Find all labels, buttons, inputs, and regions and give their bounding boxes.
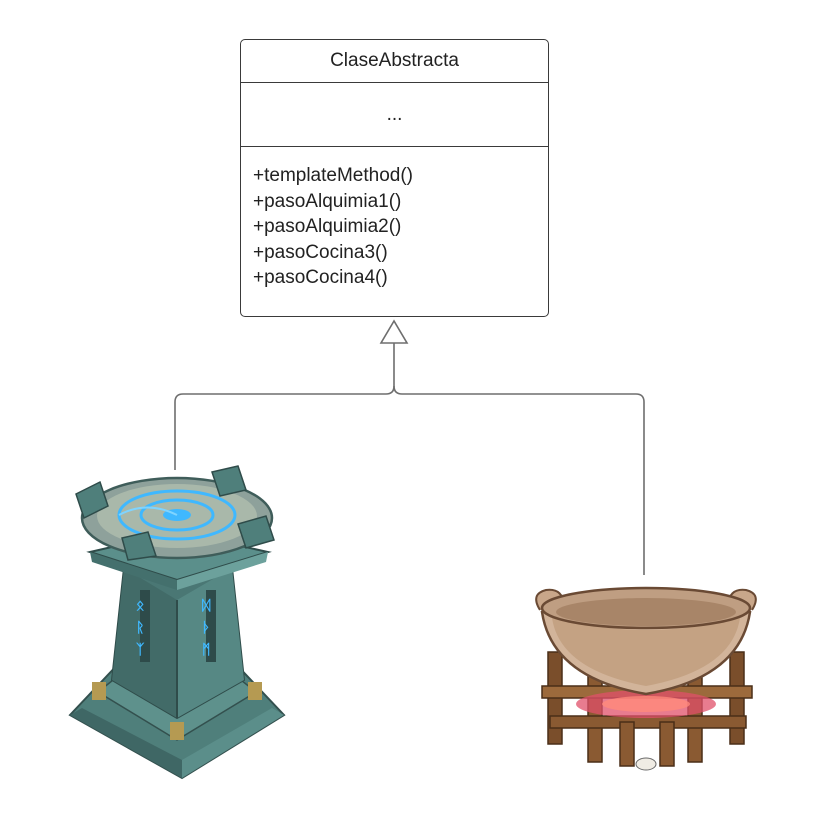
class-methods: +templateMethod() +pasoAlquimia1() +paso… [241,147,548,291]
connector-right [393,385,645,575]
alchemy-pedestal-icon: ᛟ ᚱ ᛉ ᛞ ᚦ ᛗ [68,465,286,780]
svg-text:ᛟ: ᛟ [136,598,144,614]
method-alquimia1: +pasoAlquimia1() [253,190,402,212]
abstract-class-box: ClaseAbstracta ... +templateMethod() +pa… [240,39,549,317]
generalization-arrowhead [379,319,409,344]
class-name: ClaseAbstracta [241,40,548,83]
method-alquimia2: +pasoAlquimia2() [253,216,402,237]
connector-left [174,343,395,470]
svg-text:ᛗ: ᛗ [202,642,210,658]
svg-text:ᚱ: ᚱ [136,620,144,636]
svg-text:ᚦ: ᚦ [202,620,210,636]
method-cocina4: +pasoCocina4() [253,267,388,288]
cooking-pot-icon [535,586,757,771]
svg-text:ᛞ: ᛞ [202,598,211,614]
method-cocina3: +pasoCocina3() [253,241,388,263]
class-attributes: ... [241,83,548,147]
method-template: +templateMethod() [253,165,413,186]
svg-text:ᛉ: ᛉ [136,642,145,658]
